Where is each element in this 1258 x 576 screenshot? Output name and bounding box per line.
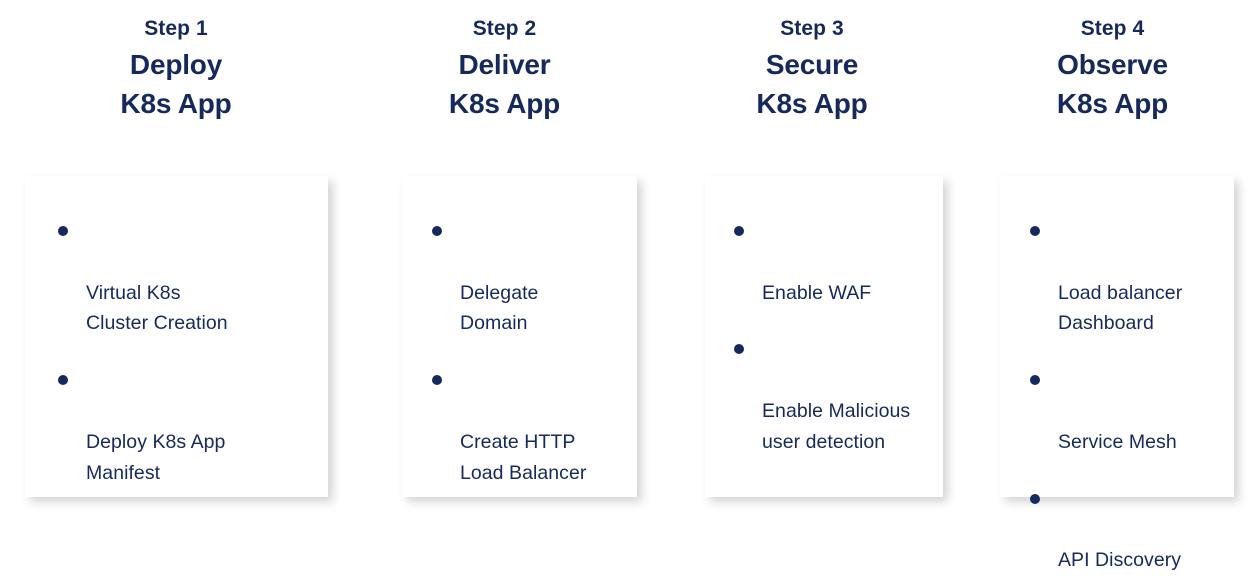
step-heading-2: Step 2 Deliver K8s App — [352, 18, 657, 123]
bullet-text: Load balancer Dashboard — [1058, 281, 1183, 335]
step-title-3: Secure K8s App — [756, 49, 868, 119]
step-label-2: Step 2 — [472, 17, 537, 40]
step-heading-4: Step 4 Observe K8s App — [967, 18, 1258, 123]
step-card-1: Virtual K8s Cluster Creation Deploy K8s … — [25, 176, 328, 497]
step-column-3: Step 3 Secure K8s App Enable WAF Enable … — [657, 0, 967, 548]
list-item: Enable WAF — [734, 216, 933, 308]
bullet-dot-icon — [1030, 226, 1040, 236]
bullet-dot-icon — [1030, 493, 1040, 504]
bullet-list-1: Virtual K8s Cluster Creation Deploy K8s … — [25, 216, 328, 488]
bullet-text: Enable WAF — [762, 281, 872, 304]
step-card-3: Enable WAF Enable Malicious user detecti… — [705, 176, 943, 497]
bullet-dot-icon — [58, 226, 68, 236]
list-item: Deploy K8s App Manifest — [58, 365, 312, 488]
list-item: Load balancer Dashboard — [1030, 216, 1224, 339]
bullet-dot-icon — [432, 226, 442, 236]
bullet-list-3: Enable WAF Enable Malicious user detecti… — [705, 216, 943, 458]
list-item: Enable Malicious user detection — [734, 334, 933, 457]
step-column-4: Step 4 Observe K8s App Load balancer Das… — [967, 0, 1258, 571]
step-card-4: Load balancer Dashboard Service Mesh API… — [1000, 176, 1234, 571]
step-heading-1: Step 1 Deploy K8s App — [0, 18, 352, 123]
bullet-text: Delegate Domain — [460, 281, 539, 335]
bullet-dot-icon — [58, 375, 68, 386]
list-item: Create HTTP Load Balancer — [432, 365, 623, 488]
bullet-text: Create HTTP Load Balancer — [460, 430, 587, 484]
bullet-text: API Discovery — [1058, 549, 1182, 572]
step-title-4: Observe K8s App — [1056, 49, 1169, 119]
step-title-1: Deploy K8s App — [120, 49, 232, 119]
step-label-1: Step 1 — [144, 17, 208, 40]
bullet-text: Enable Malicious user detection — [762, 399, 911, 453]
step-title-2: Deliver K8s App — [448, 49, 561, 119]
list-item: Virtual K8s Cluster Creation — [58, 216, 312, 339]
list-item: Delegate Domain — [432, 216, 623, 339]
step-column-2: Step 2 Deliver K8s App Delegate Domain C… — [352, 0, 657, 548]
bullet-dot-icon — [1030, 375, 1040, 386]
bullet-dot-icon — [432, 375, 442, 386]
step-label-3: Step 3 — [780, 17, 844, 40]
bullet-dot-icon — [734, 344, 744, 355]
step-column-1: Step 1 Deploy K8s App Virtual K8s Cluste… — [0, 0, 352, 548]
list-item: API Discovery — [1030, 484, 1224, 576]
step-heading-3: Step 3 Secure K8s App — [657, 18, 967, 123]
bullet-list-2: Delegate Domain Create HTTP Load Balance… — [402, 216, 637, 488]
step-card-2: Delegate Domain Create HTTP Load Balance… — [402, 176, 637, 497]
bullet-dot-icon — [734, 226, 744, 236]
bullet-text: Virtual K8s Cluster Creation — [86, 281, 228, 335]
list-item: Service Mesh — [1030, 365, 1224, 457]
bullet-text: Service Mesh — [1058, 430, 1177, 453]
bullet-text: Deploy K8s App Manifest — [86, 430, 226, 484]
bullet-list-4: Load balancer Dashboard Service Mesh API… — [1000, 216, 1234, 576]
step-label-4: Step 4 — [1080, 17, 1145, 40]
